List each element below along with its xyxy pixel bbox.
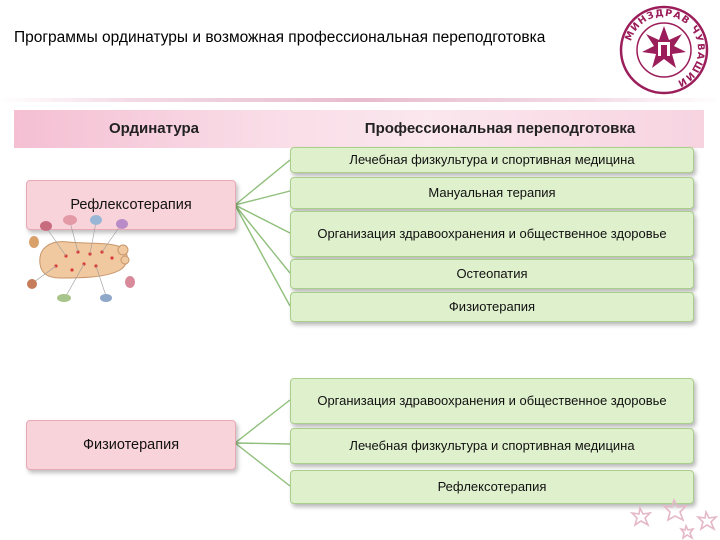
- residency-reflexotherapy: Рефлексотерапия: [26, 180, 236, 230]
- header-residency: Ординатура: [109, 120, 199, 137]
- title-divider: [0, 98, 720, 102]
- header-retraining: Профессиональная переподготовка: [364, 120, 636, 137]
- program-lfk-sports-medicine: Лечебная физкультура и спортивная медици…: [290, 428, 694, 464]
- ministry-emblem-icon: МИНЗДРАВ ЧУВАШИИ: [619, 5, 709, 95]
- program-physiotherapy: Физиотерапия: [290, 292, 694, 322]
- program-healthcare-organization: Организация здравоохранения и общественн…: [290, 378, 694, 424]
- program-manual-therapy: Мануальная терапия: [290, 177, 694, 209]
- residency-physiotherapy: Физиотерапия: [26, 420, 236, 470]
- table-header: Ординатура Профессиональная переподготов…: [14, 110, 704, 148]
- page-title: Программы ординатуры и возможная професс…: [14, 29, 546, 46]
- decorative-stars-icon: [629, 497, 719, 540]
- program-osteopathy: Остеопатия: [290, 259, 694, 289]
- program-healthcare-organization: Организация здравоохранения и общественн…: [290, 211, 694, 257]
- program-reflexotherapy: Рефлексотерапия: [290, 470, 694, 504]
- reflexology-foot-icon: [27, 215, 135, 302]
- program-lfk-sports-medicine: Лечебная физкультура и спортивная медици…: [290, 147, 694, 173]
